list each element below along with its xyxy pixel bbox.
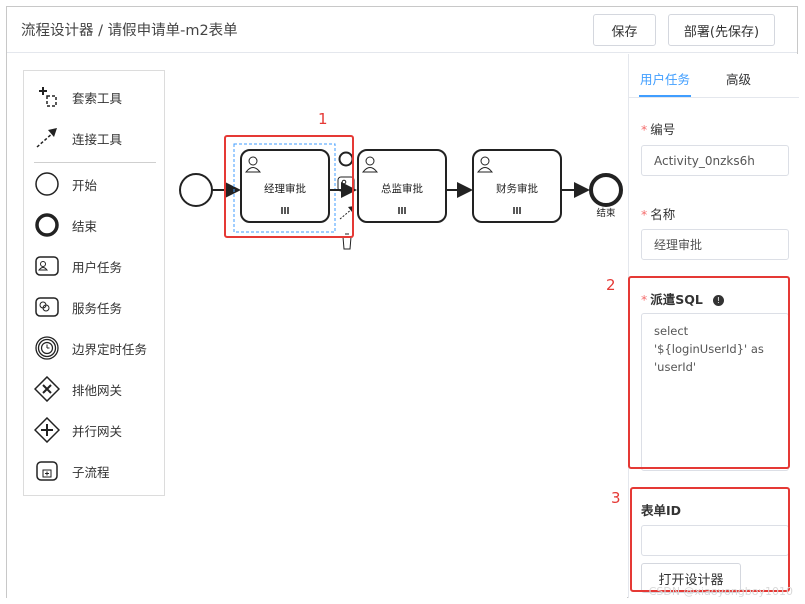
palette-item-parallel-gateway[interactable]: 并行网关 xyxy=(24,413,164,447)
tool-palette: 套索工具 连接工具 开始 xyxy=(23,70,165,496)
multi-instance-icon xyxy=(398,207,406,214)
palette-label: 并行网关 xyxy=(72,423,123,439)
deploy-button[interactable]: 部署(先保存) xyxy=(668,14,775,46)
palette-label: 结束 xyxy=(72,218,98,234)
parallel-gateway-icon xyxy=(34,417,60,443)
multi-instance-icon xyxy=(513,207,521,214)
bpmn-diagram: 经理审批 xyxy=(179,143,623,250)
end-event-icon xyxy=(34,212,60,238)
annotation-number-1: 1 xyxy=(318,110,328,128)
tab-user-task[interactable]: 用户任务 xyxy=(640,72,691,87)
page-title: 流程设计器 / 请假申请单-m2表单 xyxy=(21,23,238,39)
tabs-border xyxy=(629,97,799,98)
annotation-box-2 xyxy=(628,276,790,469)
annotation-box-1 xyxy=(224,135,354,238)
end-event-label: 结束 xyxy=(596,207,616,219)
sql-label: *派遣SQL! xyxy=(641,289,724,308)
bpmn-canvas[interactable]: 套索工具 连接工具 开始 xyxy=(7,54,627,598)
watermark: CSDN @xiaoyongboy1010 xyxy=(648,585,793,598)
annotation-number-3: 3 xyxy=(611,489,621,507)
name-field[interactable]: 经理审批 xyxy=(641,229,789,260)
lasso-icon xyxy=(34,84,60,110)
user-task-finance[interactable]: 财务审批 xyxy=(472,149,562,223)
palette-item-end[interactable]: 结束 xyxy=(24,208,164,242)
palette-item-subprocess[interactable]: 子流程 xyxy=(24,454,164,488)
id-label: *编号 xyxy=(641,122,676,137)
exclusive-gateway-icon xyxy=(34,376,60,402)
task-label: 总监审批 xyxy=(381,182,423,195)
connect-arrow-icon xyxy=(34,125,60,151)
palette-label: 服务任务 xyxy=(72,300,123,316)
end-event[interactable] xyxy=(589,173,623,207)
palette-label: 开始 xyxy=(72,177,98,193)
form-id-field[interactable] xyxy=(641,525,789,556)
palette-label: 连接工具 xyxy=(72,131,123,147)
service-task-icon xyxy=(34,294,60,320)
user-icon xyxy=(476,156,494,173)
palette-item-connect[interactable]: 连接工具 xyxy=(24,121,164,155)
timer-event-icon xyxy=(34,335,60,361)
properties-panel: 用户任务 高级 *编号 Activity_0nzks6h *名称 经理审批 *派… xyxy=(628,54,799,598)
user-task-manager[interactable]: 经理审批 xyxy=(240,149,330,223)
palette-label: 套索工具 xyxy=(72,90,123,106)
sql-textarea[interactable]: select '${loginUserId}' as 'userId' xyxy=(641,313,789,471)
palette-item-exclusive-gateway[interactable]: 排他网关 xyxy=(24,372,164,406)
open-designer-button[interactable]: 打开设计器 xyxy=(641,563,741,593)
palette-item-start[interactable]: 开始 xyxy=(24,167,164,201)
annotation-number-2: 2 xyxy=(606,276,616,294)
id-field[interactable]: Activity_0nzks6h xyxy=(641,145,789,176)
user-icon xyxy=(361,156,379,173)
palette-item-timer[interactable]: 边界定时任务 xyxy=(24,331,164,365)
subprocess-icon xyxy=(34,458,60,484)
selection-outline xyxy=(233,143,336,233)
task-label: 经理审批 xyxy=(264,182,306,195)
user-task-director[interactable]: 总监审批 xyxy=(357,149,447,223)
palette-item-service-task[interactable]: 服务任务 xyxy=(24,290,164,324)
save-button[interactable]: 保存 xyxy=(593,14,656,46)
header-bar: 流程设计器 / 请假申请单-m2表单 保存 部署(先保存) xyxy=(7,7,797,53)
info-icon[interactable]: ! xyxy=(712,295,724,306)
palette-label: 边界定时任务 xyxy=(72,341,148,357)
palette-item-user-task[interactable]: 用户任务 xyxy=(24,249,164,283)
palette-label: 排他网关 xyxy=(72,382,123,398)
multi-instance-icon xyxy=(281,207,289,214)
start-event-icon xyxy=(34,171,60,197)
task-label: 财务审批 xyxy=(496,182,538,195)
name-label: *名称 xyxy=(641,207,676,222)
tab-advanced[interactable]: 高级 xyxy=(726,72,752,87)
active-tab-indicator xyxy=(639,95,691,97)
palette-divider xyxy=(34,162,156,163)
user-icon xyxy=(244,156,262,173)
palette-item-lasso[interactable]: 套索工具 xyxy=(24,80,164,114)
user-task-icon xyxy=(34,253,60,279)
app-window: 流程设计器 / 请假申请单-m2表单 保存 部署(先保存) 套索工具 xyxy=(6,6,799,598)
start-event[interactable] xyxy=(179,173,213,207)
palette-label: 子流程 xyxy=(72,464,110,480)
annotation-box-3 xyxy=(630,487,790,592)
palette-label: 用户任务 xyxy=(72,259,123,275)
form-id-label: 表单ID xyxy=(641,503,682,518)
